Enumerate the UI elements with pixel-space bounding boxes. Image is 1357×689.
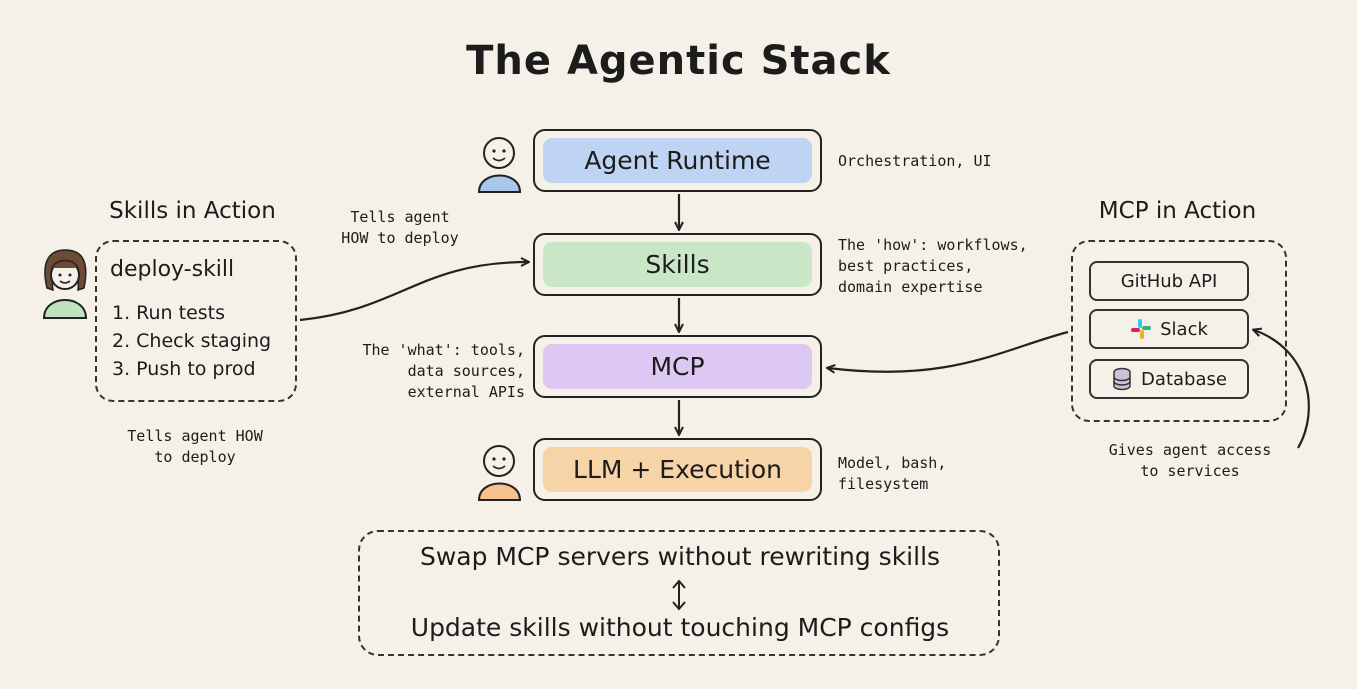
skills-bottom-note: Tells agent HOW to deploy	[127, 427, 263, 466]
database-icon	[1111, 367, 1133, 391]
mcp-item-slack-label: Slack	[1160, 318, 1208, 340]
arrow-mcp-card-to-mcp-layer	[828, 330, 1069, 372]
swap-line-2: Update skills without touching MCP confi…	[410, 613, 950, 642]
layer-llm-execution: LLM + Execution	[533, 438, 822, 501]
mcp-item-database-label: Database	[1141, 368, 1227, 390]
mcp-in-action-heading: MCP in Action	[1098, 198, 1257, 224]
layer-agent-runtime-label: Agent Runtime	[543, 138, 812, 183]
layer-skills: Skills	[533, 233, 822, 296]
mcp-item-github: GitHub API	[1089, 261, 1249, 301]
skills-in-action-heading: Skills in Action	[109, 198, 276, 224]
skill-step-2: 2. Check staging	[112, 330, 272, 352]
note-mcp: The 'what': tools, data sources, externa…	[362, 341, 525, 401]
note-skills: The 'how': workflows, best practices, do…	[838, 236, 1028, 296]
mcp-card	[1071, 240, 1287, 422]
arrow-skills-card-to-skills-layer	[299, 262, 528, 322]
note-llm-execution: Model, bash, filesystem	[838, 454, 947, 493]
layer-llm-execution-label: LLM + Execution	[543, 447, 812, 492]
layer-skills-label: Skills	[543, 242, 812, 287]
arrow-note-to-slack	[1254, 330, 1310, 449]
skills-arrow-note: Tells agent HOW to deploy	[341, 208, 459, 247]
person-llm-icon	[477, 445, 522, 501]
skill-name: deploy-skill	[110, 257, 235, 282]
slack-icon	[1130, 318, 1152, 340]
note-agent-runtime: Orchestration, UI	[838, 152, 992, 170]
mcp-item-slack: Slack	[1089, 309, 1249, 349]
mcp-item-database: Database	[1089, 359, 1249, 399]
skill-step-1: 1. Run tests	[112, 302, 226, 324]
mcp-bottom-note: Gives agent access to services	[1108, 441, 1272, 480]
person-skills-icon	[42, 249, 88, 319]
diagram-title: The Agentic Stack	[466, 38, 891, 84]
skill-step-3: 3. Push to prod	[112, 358, 256, 380]
layer-agent-runtime: Agent Runtime	[533, 129, 822, 192]
skills-card	[95, 240, 297, 402]
swap-box	[358, 530, 1000, 656]
swap-double-arrow-icon	[672, 579, 686, 611]
swap-line-1: Swap MCP servers without rewriting skill…	[419, 542, 941, 571]
layer-mcp-label: MCP	[543, 344, 812, 389]
mcp-item-github-label: GitHub API	[1120, 270, 1218, 292]
layer-mcp: MCP	[533, 335, 822, 398]
person-runtime-icon	[477, 137, 522, 193]
